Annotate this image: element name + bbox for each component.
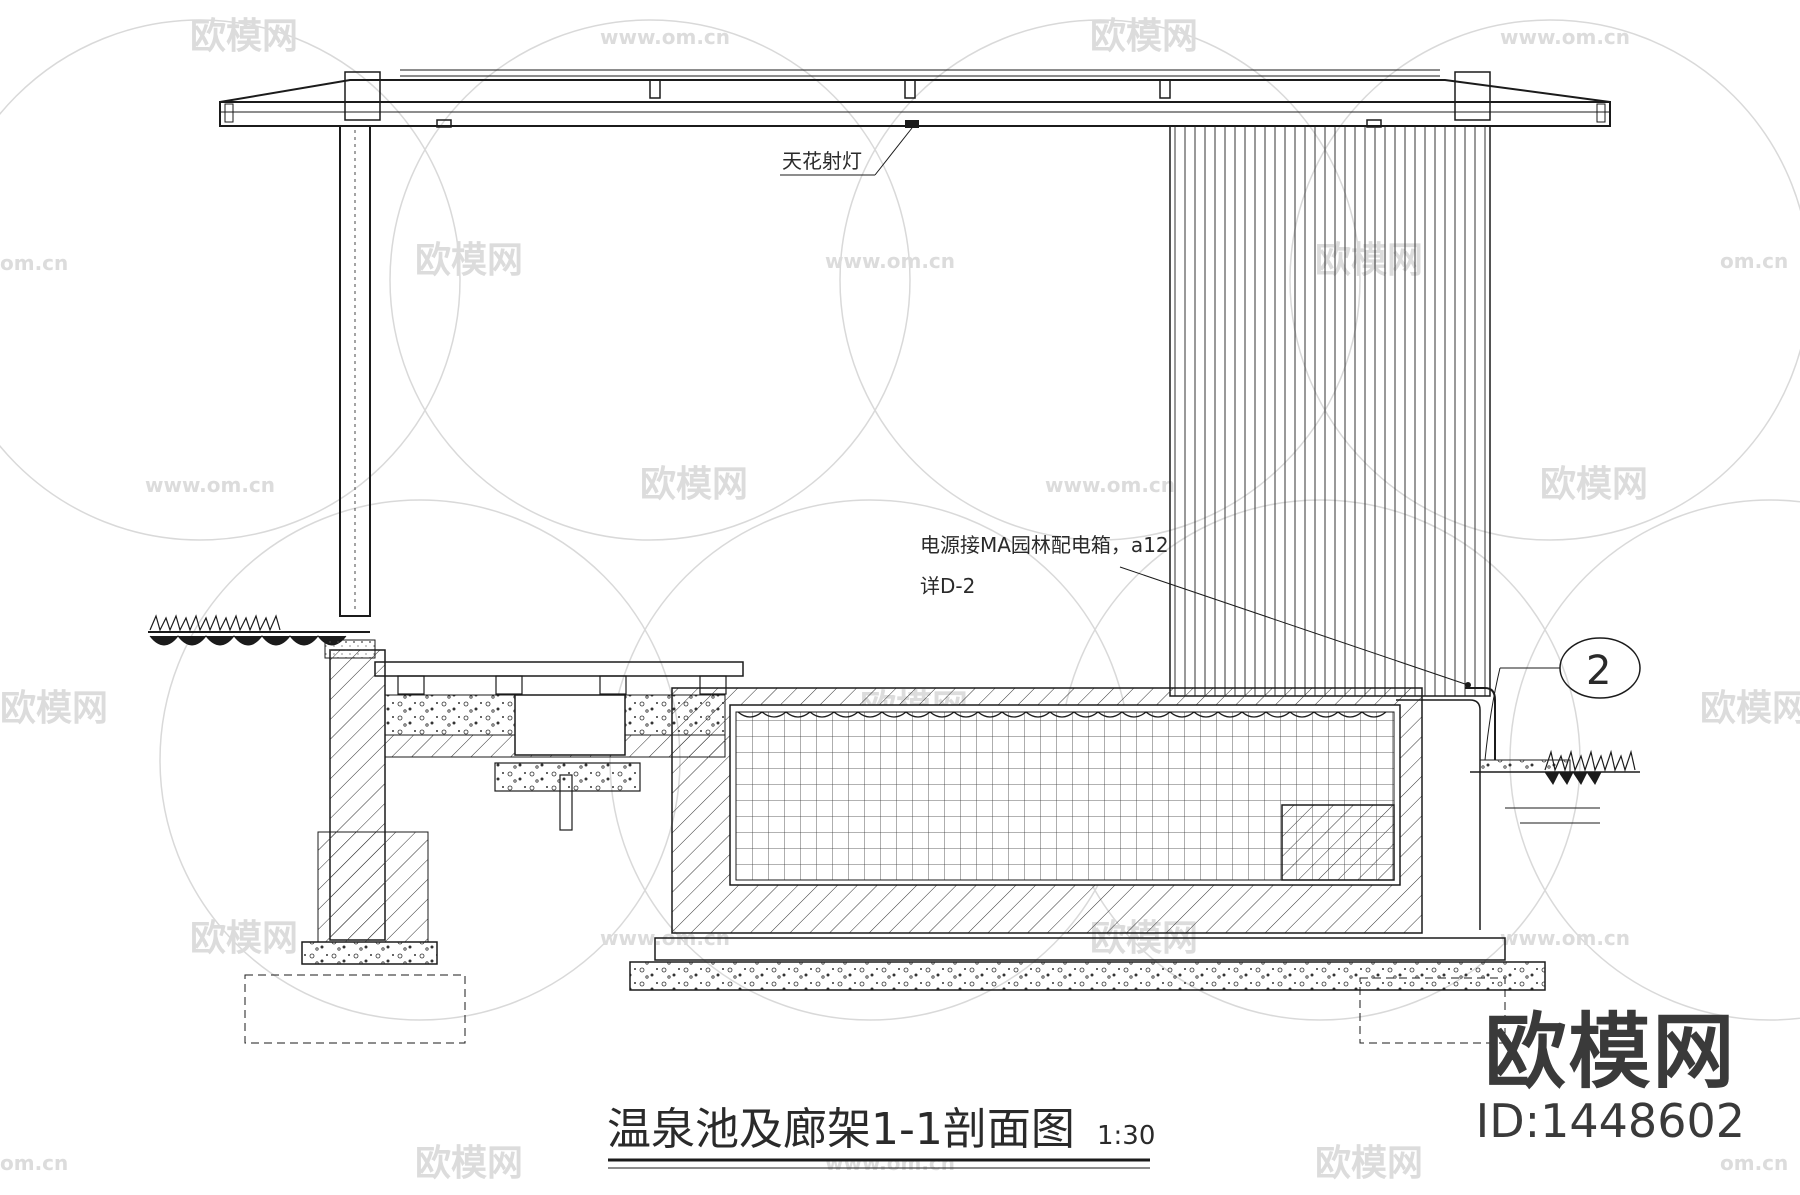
watermark-brand: 欧模网 [1090, 16, 1198, 57]
watermark-brand: 欧模网 [640, 464, 748, 505]
watermark-brand: 欧模网 [0, 688, 108, 729]
left-foundation [244, 639, 466, 1044]
watermark-url: om.cn [1720, 249, 1788, 273]
brand-watermark: 欧模网 ID:1448602 [1475, 1005, 1745, 1148]
drawing-title: 温泉池及廊架1-1剖面图 1:30 [607, 1104, 1155, 1169]
brand-id: ID:1448602 [1475, 1094, 1745, 1148]
watermark-brand: 欧模网 [1540, 464, 1648, 505]
watermark-brand: 欧模网 [1315, 1143, 1423, 1184]
watermark-url: www.om.cn [1500, 926, 1630, 950]
grass-left [148, 614, 370, 646]
watermark-url: www.om.cn [1045, 473, 1175, 497]
watermark-url: www.om.cn [825, 249, 955, 273]
drawing-title-text: 温泉池及廊架1-1剖面图 [607, 1104, 1075, 1155]
watermark-url: om.cn [0, 1151, 68, 1175]
watermark-url: www.om.cn [600, 25, 730, 49]
annotations: 天花射灯 电源接MA园林配电箱，a12 详D-2 2 [780, 127, 1641, 761]
watermark-url: om.cn [0, 251, 68, 275]
grass-right [1465, 687, 1640, 824]
ceiling-light-label: 天花射灯 [782, 149, 862, 173]
watermark-brand: 欧模网 [1700, 688, 1800, 729]
watermark-brand: 欧模网 [415, 1143, 523, 1184]
detail-marker: 2 [1586, 648, 1611, 694]
watermark-texts: 欧模网 www.om.cn 欧模网 www.om.cn om.cn 欧模网 ww… [0, 16, 1800, 1184]
watermark-brand: 欧模网 [190, 918, 298, 959]
power-note-line2: 详D-2 [920, 574, 975, 598]
watermark-url: www.om.cn [825, 1151, 955, 1175]
watermark-brand: 欧模网 [415, 240, 523, 281]
slat-screen [1169, 125, 1491, 697]
watermark-url: www.om.cn [1500, 25, 1630, 49]
pool [629, 687, 1546, 1044]
deck [374, 661, 744, 831]
roof [219, 69, 1611, 128]
power-note-line1: 电源接MA园林配电箱，a12 [920, 533, 1169, 557]
watermark-brand: 欧模网 [190, 16, 298, 57]
brand-name: 欧模网 [1484, 1005, 1737, 1100]
watermark-url: om.cn [1720, 1151, 1788, 1175]
drawing-scale: 1:30 [1097, 1121, 1155, 1151]
left-column [339, 125, 371, 617]
watermark-url: www.om.cn [145, 473, 275, 497]
